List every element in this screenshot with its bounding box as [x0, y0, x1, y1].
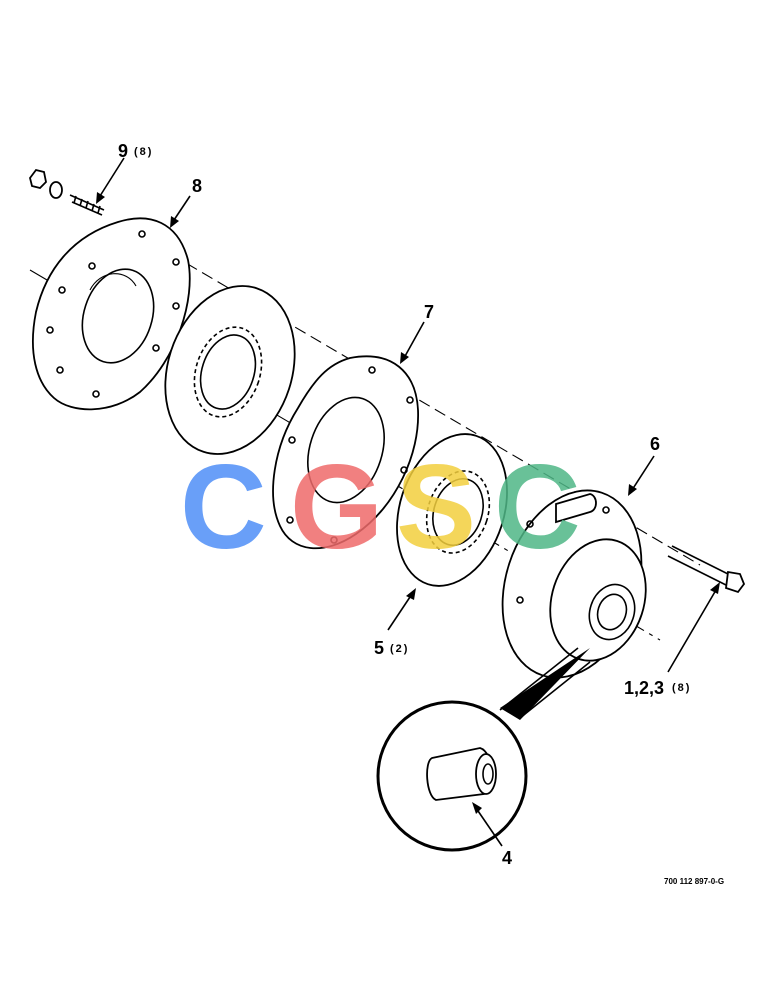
part-6-sprocket-hub: [501, 489, 647, 679]
watermark-letter-1: C: [180, 440, 267, 574]
part-5-friction-disc-1: [164, 285, 296, 455]
watermark-letter-2: G: [290, 440, 383, 574]
callout-5-qty: (2): [390, 643, 409, 655]
callout-4: 4: [502, 848, 512, 868]
callout-1-2-3: 1,2,3: [624, 678, 664, 698]
watermark-letter-3: S: [396, 440, 476, 574]
part-1-2-3-bolt: [667, 545, 746, 594]
callout-9-qty: (8): [134, 146, 153, 158]
callout-5: 5: [374, 638, 384, 658]
leader-arrows: [96, 157, 720, 847]
callout-6: 6: [650, 434, 660, 454]
callout-9: 9: [118, 141, 128, 161]
callout-7: 7: [424, 302, 434, 322]
watermark-logo: C G S C: [180, 440, 581, 574]
part-7-intermediate-plate: [272, 355, 419, 550]
callout-8: 8: [192, 176, 202, 196]
part-5-friction-disc-2: [396, 433, 508, 587]
part-9-nut-washer-bolt: [29, 168, 105, 216]
watermark-letter-4: C: [494, 440, 581, 574]
callout-1-2-3-qty: (8): [672, 682, 691, 694]
part-8-pressure-plate: [32, 217, 191, 411]
reference-code: 700 112 897-0-G: [664, 877, 724, 886]
part-4-bushing-detail: [376, 647, 591, 852]
